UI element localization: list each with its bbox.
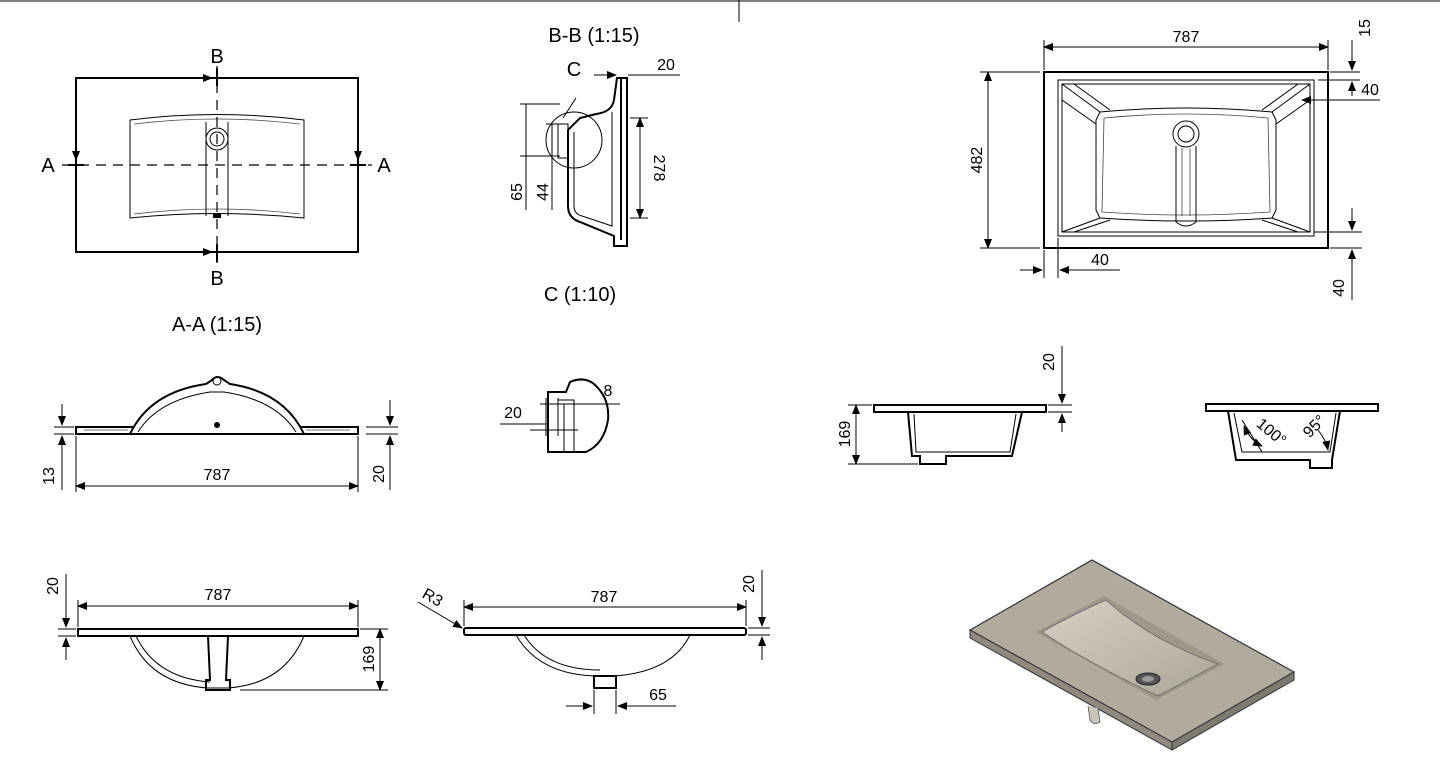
dim-top-40-vertical: 40 [1331,279,1348,297]
bb-profile-inner [573,112,613,227]
dim-angle-100: 100° [1253,415,1289,449]
angle-slab [1205,403,1379,412]
dim-back-r3: R3 [419,586,445,611]
back-slab [463,627,747,636]
dim-bb-44: 44 [535,183,552,201]
side-slab [873,404,1047,413]
back-drain [593,675,617,689]
dim-front-169: 169 [361,646,378,673]
dim-back-787: 787 [591,589,618,606]
section-label-b-bottom: B [210,268,223,290]
plan-view-sections: B B A A A-A (1:15) [41,46,391,336]
dim-top-40-right: 40 [1361,82,1379,99]
dim-aa-20: 20 [371,465,388,483]
section-label-a-left: A [41,155,55,177]
dim-c-20: 20 [504,405,522,422]
dim-side-169: 169 [837,421,854,448]
front-bowl [129,635,305,689]
side-bowl [907,411,1023,465]
detail-c-view: 20 8 [500,378,620,453]
iso-render [968,559,1296,751]
dim-front-20: 20 [45,577,62,595]
dim-back-65: 65 [649,687,667,704]
front-slab [77,628,359,637]
view-title-bb: B-B (1:15) [548,25,639,47]
dim-aa-13: 13 [41,467,58,485]
front-drain [205,635,231,691]
bb-profile-outer [567,77,628,247]
dim-bb-65: 65 [509,183,526,201]
dim-bb-20: 20 [657,57,675,74]
dim-side-20: 20 [1041,353,1058,371]
section-label-b-top: B [210,46,223,68]
back-view: R3 787 20 65 [417,570,770,714]
view-title-aa: A-A (1:15) [172,314,262,336]
detail-c-label: C [567,59,581,81]
dim-front-787: 787 [205,587,232,604]
section-aa-view: 787 13 20 [41,376,398,492]
dim-top-787: 787 [1173,29,1200,46]
dim-bb-278: 278 [650,155,667,182]
front-view: 787 20 169 [45,574,388,691]
plan2-bowl-rim [1057,79,1315,237]
detail-c-profile [547,378,610,453]
side-angle-view: 100° 95° [1205,403,1379,469]
view-title-c: C (1:10) [544,284,616,306]
plan-drain-inner [209,131,225,147]
plan2-basin-floor [1095,107,1277,222]
dim-aa-787: 787 [204,467,231,484]
dim-back-20: 20 [741,575,758,593]
dim-top-15: 15 [1357,19,1374,37]
dim-top-482: 482 [969,147,986,174]
plan-drain-outer [205,127,229,151]
side-view: 169 20 [837,346,1072,465]
plan2-drain-outer [1172,120,1200,148]
dim-top-40-bottom: 40 [1091,252,1109,269]
section-bb-view: B-B (1:15) C 20 278 65 44 C (1:10) [509,25,680,306]
render-side-edge [1171,671,1295,751]
detail-c-circle [545,111,603,169]
dim-angle-95: 95° [1300,412,1329,441]
plan-view-dimensioned: 787 15 40 482 40 40 [969,19,1380,300]
render-basin [1041,599,1219,697]
angle-bowl [1227,410,1341,469]
back-bowl [515,634,691,677]
section-label-a-right: A [377,155,391,177]
plan2-drain-inner [1177,125,1195,143]
dim-c-8: 8 [604,383,613,400]
plan-basin [129,114,305,219]
plan2-outline [1043,71,1329,249]
